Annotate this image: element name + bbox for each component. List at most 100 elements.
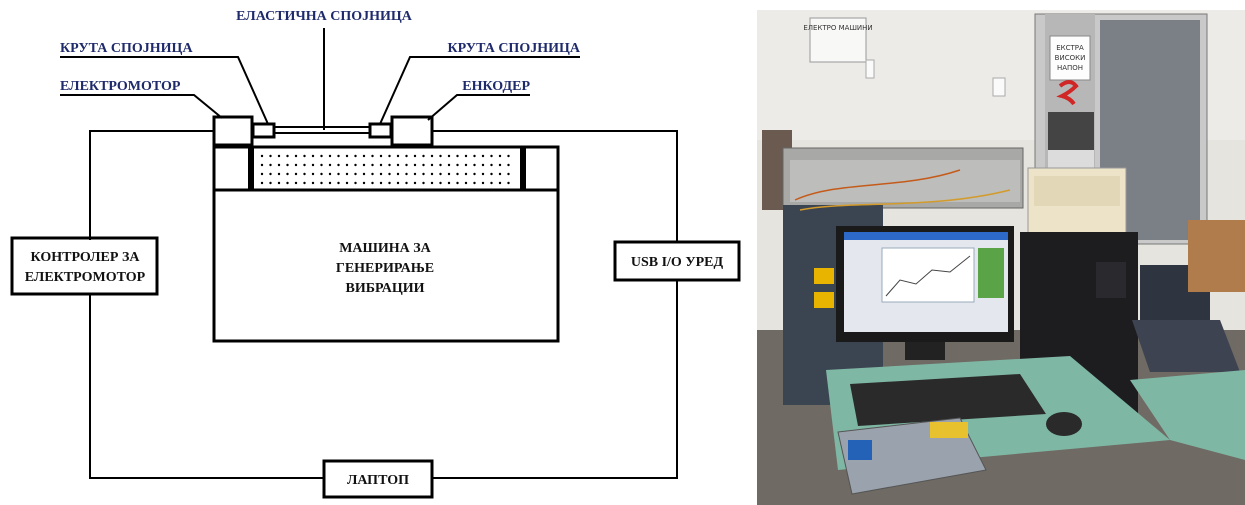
- rail-dot: [507, 155, 509, 157]
- svg-text:НАПОН: НАПОН: [1057, 64, 1083, 72]
- rail-dot: [320, 164, 322, 166]
- screen-plot: [882, 248, 974, 302]
- rail-dot: [329, 182, 331, 184]
- rail-dot: [295, 173, 297, 175]
- rail-dot: [499, 182, 501, 184]
- rail-dot: [482, 182, 484, 184]
- rail-dot: [499, 173, 501, 175]
- rail-dot: [329, 164, 331, 166]
- rail-dot: [269, 164, 271, 166]
- controller-box: [12, 238, 157, 294]
- rail-dot: [346, 164, 348, 166]
- rail-dot: [278, 164, 280, 166]
- cardboard-box: [1188, 220, 1245, 292]
- rail-dot: [439, 173, 441, 175]
- rail-dot: [473, 182, 475, 184]
- rail-dot: [405, 173, 407, 175]
- rail-dot: [490, 164, 492, 166]
- rail-dot: [371, 155, 373, 157]
- rail-dot: [320, 155, 322, 157]
- rail-dot: [490, 182, 492, 184]
- rail-dot: [482, 164, 484, 166]
- rail-end-right: [520, 147, 526, 190]
- rail-dot: [448, 164, 450, 166]
- screen-side-panel: [978, 248, 1004, 298]
- rail-dot: [261, 155, 263, 157]
- mouse: [1046, 412, 1082, 436]
- rigid-coupling-right-block: [370, 124, 391, 137]
- rail-dot: [482, 155, 484, 157]
- rail-dot: [448, 155, 450, 157]
- rail-dot: [422, 182, 424, 184]
- rail-dot: [329, 173, 331, 175]
- rail-dot: [312, 182, 314, 184]
- rail-dot: [303, 155, 305, 157]
- rail-dot: [388, 164, 390, 166]
- rail-dot: [405, 164, 407, 166]
- rail-dot: [448, 173, 450, 175]
- rail-dot: [363, 155, 365, 157]
- elastic-coupling-shaft: [274, 127, 370, 133]
- rigid-coupling-left-label: КРУТА СПОЈНИЦА: [60, 41, 193, 56]
- rail-dot: [329, 155, 331, 157]
- cabinet-display-panel: [1048, 112, 1094, 152]
- rail-dot: [312, 173, 314, 175]
- rail-dot: [431, 164, 433, 166]
- rail-dot: [431, 182, 433, 184]
- rail-dot: [465, 155, 467, 157]
- rail-dot: [456, 155, 458, 157]
- rail-dot: [405, 155, 407, 157]
- rail-dot: [320, 173, 322, 175]
- rail-dot: [499, 155, 501, 157]
- rail-dot: [456, 164, 458, 166]
- rail-dot: [295, 155, 297, 157]
- rail-dot: [286, 173, 288, 175]
- rail-dot: [397, 155, 399, 157]
- rail-dot: [473, 164, 475, 166]
- rail-dot: [380, 164, 382, 166]
- rail-dot: [465, 173, 467, 175]
- controller-label-line1: КОНТРОЛЕР ЗА: [31, 250, 141, 265]
- elastic-coupling-label: ЕЛАСТИЧНА СПОЈНИЦА: [236, 9, 413, 24]
- rigid-coupling-right-label: КРУТА СПОЈНИЦА: [447, 41, 580, 56]
- rail-dot: [346, 155, 348, 157]
- rail-dot: [380, 173, 382, 175]
- machine-label-line2: ГЕНЕРИРАЊЕ: [336, 261, 434, 276]
- rail-dot: [371, 173, 373, 175]
- schematic: ЕЛАСТИЧНА СПОЈНИЦА КРУТА СПОЈНИЦА КРУТА …: [12, 9, 739, 497]
- rail-dot: [439, 155, 441, 157]
- wire-controller-to-laptop: [90, 294, 324, 478]
- rail-dot: [354, 164, 356, 166]
- rail-dot: [337, 155, 339, 157]
- device-label: [930, 422, 968, 438]
- rail-dot: [303, 164, 305, 166]
- rail-dot: [422, 164, 424, 166]
- monitor-stand: [905, 342, 945, 360]
- rail-dot: [388, 155, 390, 157]
- rail-dot: [261, 173, 263, 175]
- rail-dot: [269, 182, 271, 184]
- rail-dot: [507, 164, 509, 166]
- encoder-label: ЕНКОДЕР: [462, 79, 530, 94]
- rail-dot: [337, 173, 339, 175]
- svg-text:ЕКСТРА: ЕКСТРА: [1056, 44, 1084, 52]
- lab-photo: ЕЛЕКТРО МАШИНИ ЕКСТРА ВИСОКИ НАПОН: [757, 10, 1245, 505]
- rail-dot: [337, 182, 339, 184]
- leader-encoder: [428, 95, 530, 120]
- rail-dot: [431, 155, 433, 157]
- rail-dot: [490, 173, 492, 175]
- svg-text:ВИСОКИ: ВИСОКИ: [1055, 54, 1086, 62]
- warning-label: [814, 292, 834, 308]
- rail-dot: [346, 173, 348, 175]
- rail-dot: [303, 173, 305, 175]
- wire-electromotor-to-controller: [90, 131, 214, 240]
- rail-dot: [286, 164, 288, 166]
- rail-dot: [320, 182, 322, 184]
- rail-dot: [312, 164, 314, 166]
- rail-dot: [405, 182, 407, 184]
- laptop-label: ЛАПТОП: [347, 473, 409, 488]
- rail-dot: [312, 155, 314, 157]
- rail-dot: [448, 182, 450, 184]
- rail-dot: [346, 182, 348, 184]
- rail-dot: [269, 155, 271, 157]
